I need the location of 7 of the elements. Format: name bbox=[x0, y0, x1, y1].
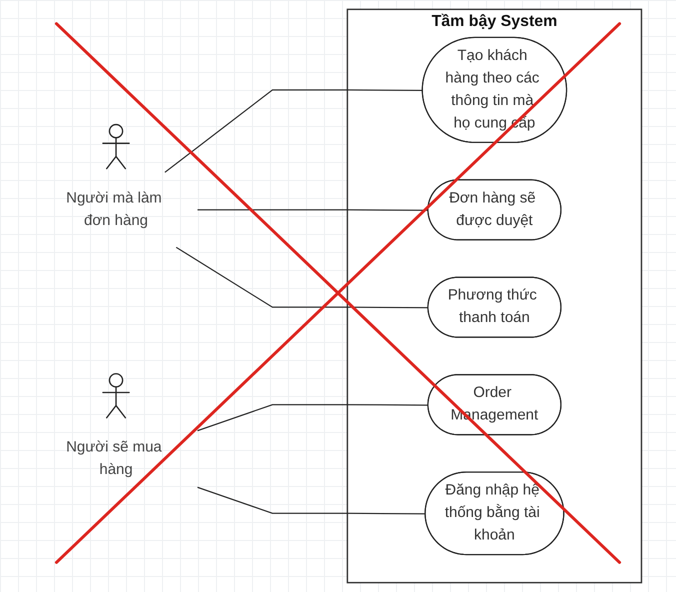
connector bbox=[197, 486, 426, 514]
connector bbox=[164, 89, 423, 173]
node-text: Người mà làm đơn hàng bbox=[66, 190, 162, 229]
connector bbox=[198, 209, 428, 211]
connector bbox=[176, 246, 428, 308]
connector bbox=[197, 404, 428, 432]
node-text: Người sẽ mua hàng bbox=[66, 439, 162, 478]
